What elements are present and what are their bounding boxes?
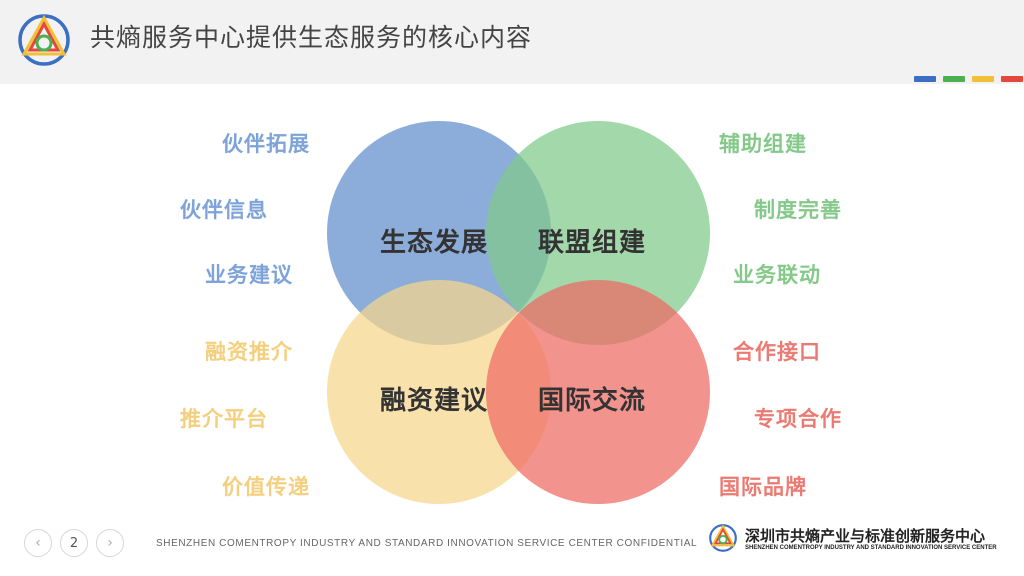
next-page-button[interactable]: › xyxy=(96,529,124,557)
confidential-notice: SHENZHEN COMENTROPY INDUSTRY AND STANDAR… xyxy=(156,538,698,549)
page-number-indicator: 2 xyxy=(60,529,88,557)
label-business-linkage: 业务联动 xyxy=(733,263,821,287)
venn-label-financing: 融资建议 xyxy=(380,386,489,416)
venn-label-ecology: 生态发展 xyxy=(380,228,489,258)
label-value-delivery: 价值传递 xyxy=(222,475,310,499)
label-special-cooperation: 专项合作 xyxy=(754,407,842,431)
chevron-right-icon: › xyxy=(107,535,113,551)
chevron-left-icon: ‹ xyxy=(35,535,41,551)
label-international-brand: 国际品牌 xyxy=(719,475,807,499)
page-number: 2 xyxy=(69,535,79,551)
brand-logo-icon xyxy=(709,524,737,552)
accent-bar-red xyxy=(1001,76,1023,82)
comentropy-logo-icon xyxy=(18,14,70,66)
header-bar: 共熵服务中心提供生态服务的核心内容 xyxy=(0,0,1024,84)
label-partner-expansion: 伙伴拓展 xyxy=(222,132,310,156)
venn-circle-alliance xyxy=(486,121,710,345)
page-title: 共熵服务中心提供生态服务的核心内容 xyxy=(90,23,533,52)
accent-bars xyxy=(914,76,1024,82)
label-business-advice: 业务建议 xyxy=(205,263,293,287)
brand-name-cn: 深圳市共熵产业与标准创新服务中心 xyxy=(745,527,986,545)
brand-name-en: SHENZHEN COMENTROPY INDUSTRY AND STANDAR… xyxy=(745,545,997,551)
accent-bar-yellow xyxy=(972,76,994,82)
venn-label-alliance: 联盟组建 xyxy=(538,228,647,258)
label-financing-promotion: 融资推介 xyxy=(205,340,293,364)
venn-circle-international xyxy=(486,280,710,504)
label-promotion-platform: 推介平台 xyxy=(180,407,268,431)
prev-page-button[interactable]: ‹ xyxy=(24,529,52,557)
label-cooperation-interface: 合作接口 xyxy=(733,340,821,364)
venn-label-international: 国际交流 xyxy=(538,386,647,416)
venn-circle-ecology xyxy=(327,121,551,345)
label-partner-info: 伙伴信息 xyxy=(180,198,268,222)
label-system-improvement: 制度完善 xyxy=(754,198,842,222)
accent-bar-blue xyxy=(914,76,936,82)
accent-bar-green xyxy=(943,76,965,82)
venn-circle-financing xyxy=(327,280,551,504)
label-assist-building: 辅助组建 xyxy=(719,132,807,156)
